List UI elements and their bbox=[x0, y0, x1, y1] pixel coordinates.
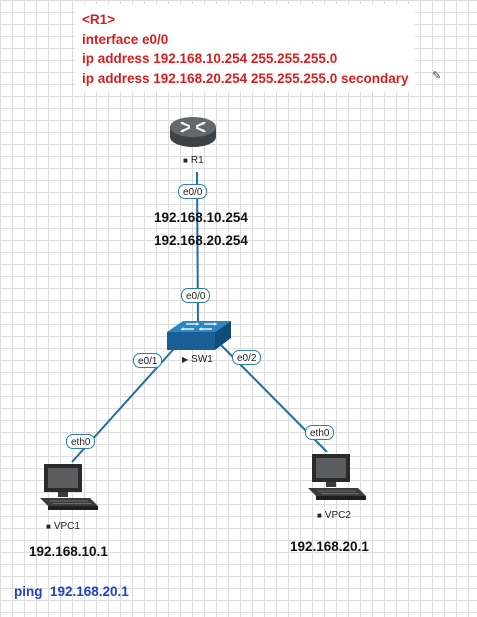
note-line: interface e0/0 bbox=[82, 31, 169, 47]
port-sw1-e00[interactable]: e0/0 bbox=[181, 288, 211, 303]
note-line: ip address 192.168.10.254 255.255.255.0 bbox=[82, 51, 338, 66]
computer-vpc1-label: ■VPC1 bbox=[46, 521, 80, 532]
vpc1-ip: 192.168.10.1 bbox=[29, 544, 108, 559]
ping-command: ping 192.168.20.1 bbox=[14, 584, 129, 599]
r1-ip-primary: 192.168.10.254 bbox=[154, 210, 248, 225]
vpc2-ip: 192.168.20.1 bbox=[290, 539, 369, 554]
note-line: <R1> bbox=[82, 12, 116, 27]
switch-sw1-label: ▶SW1 bbox=[182, 354, 213, 365]
switch-sw1[interactable] bbox=[166, 318, 232, 352]
port-vpc2-eth0[interactable]: eth0 bbox=[305, 425, 335, 440]
config-note: <R1> interface e0/0 ip address 192.168.1… bbox=[75, 4, 415, 92]
port-r1-e00[interactable]: e0/0 bbox=[178, 184, 208, 199]
pencil-icon[interactable]: ✎ bbox=[432, 70, 442, 82]
router-r1[interactable] bbox=[169, 116, 217, 148]
port-vpc1-eth0[interactable]: eth0 bbox=[66, 434, 96, 449]
note-line: ip address 192.168.20.254 255.255.255.0 … bbox=[82, 70, 409, 86]
computer-vpc1[interactable] bbox=[38, 462, 100, 512]
port-sw1-e02[interactable]: e0/2 bbox=[232, 350, 262, 365]
computer-vpc2-label: ■VPC2 bbox=[317, 510, 351, 521]
port-sw1-e01[interactable]: e0/1 bbox=[133, 353, 163, 368]
router-r1-label: ■R1 bbox=[183, 155, 204, 166]
computer-vpc2[interactable] bbox=[306, 452, 368, 502]
r1-ip-secondary: 192.168.20.254 bbox=[154, 233, 248, 248]
